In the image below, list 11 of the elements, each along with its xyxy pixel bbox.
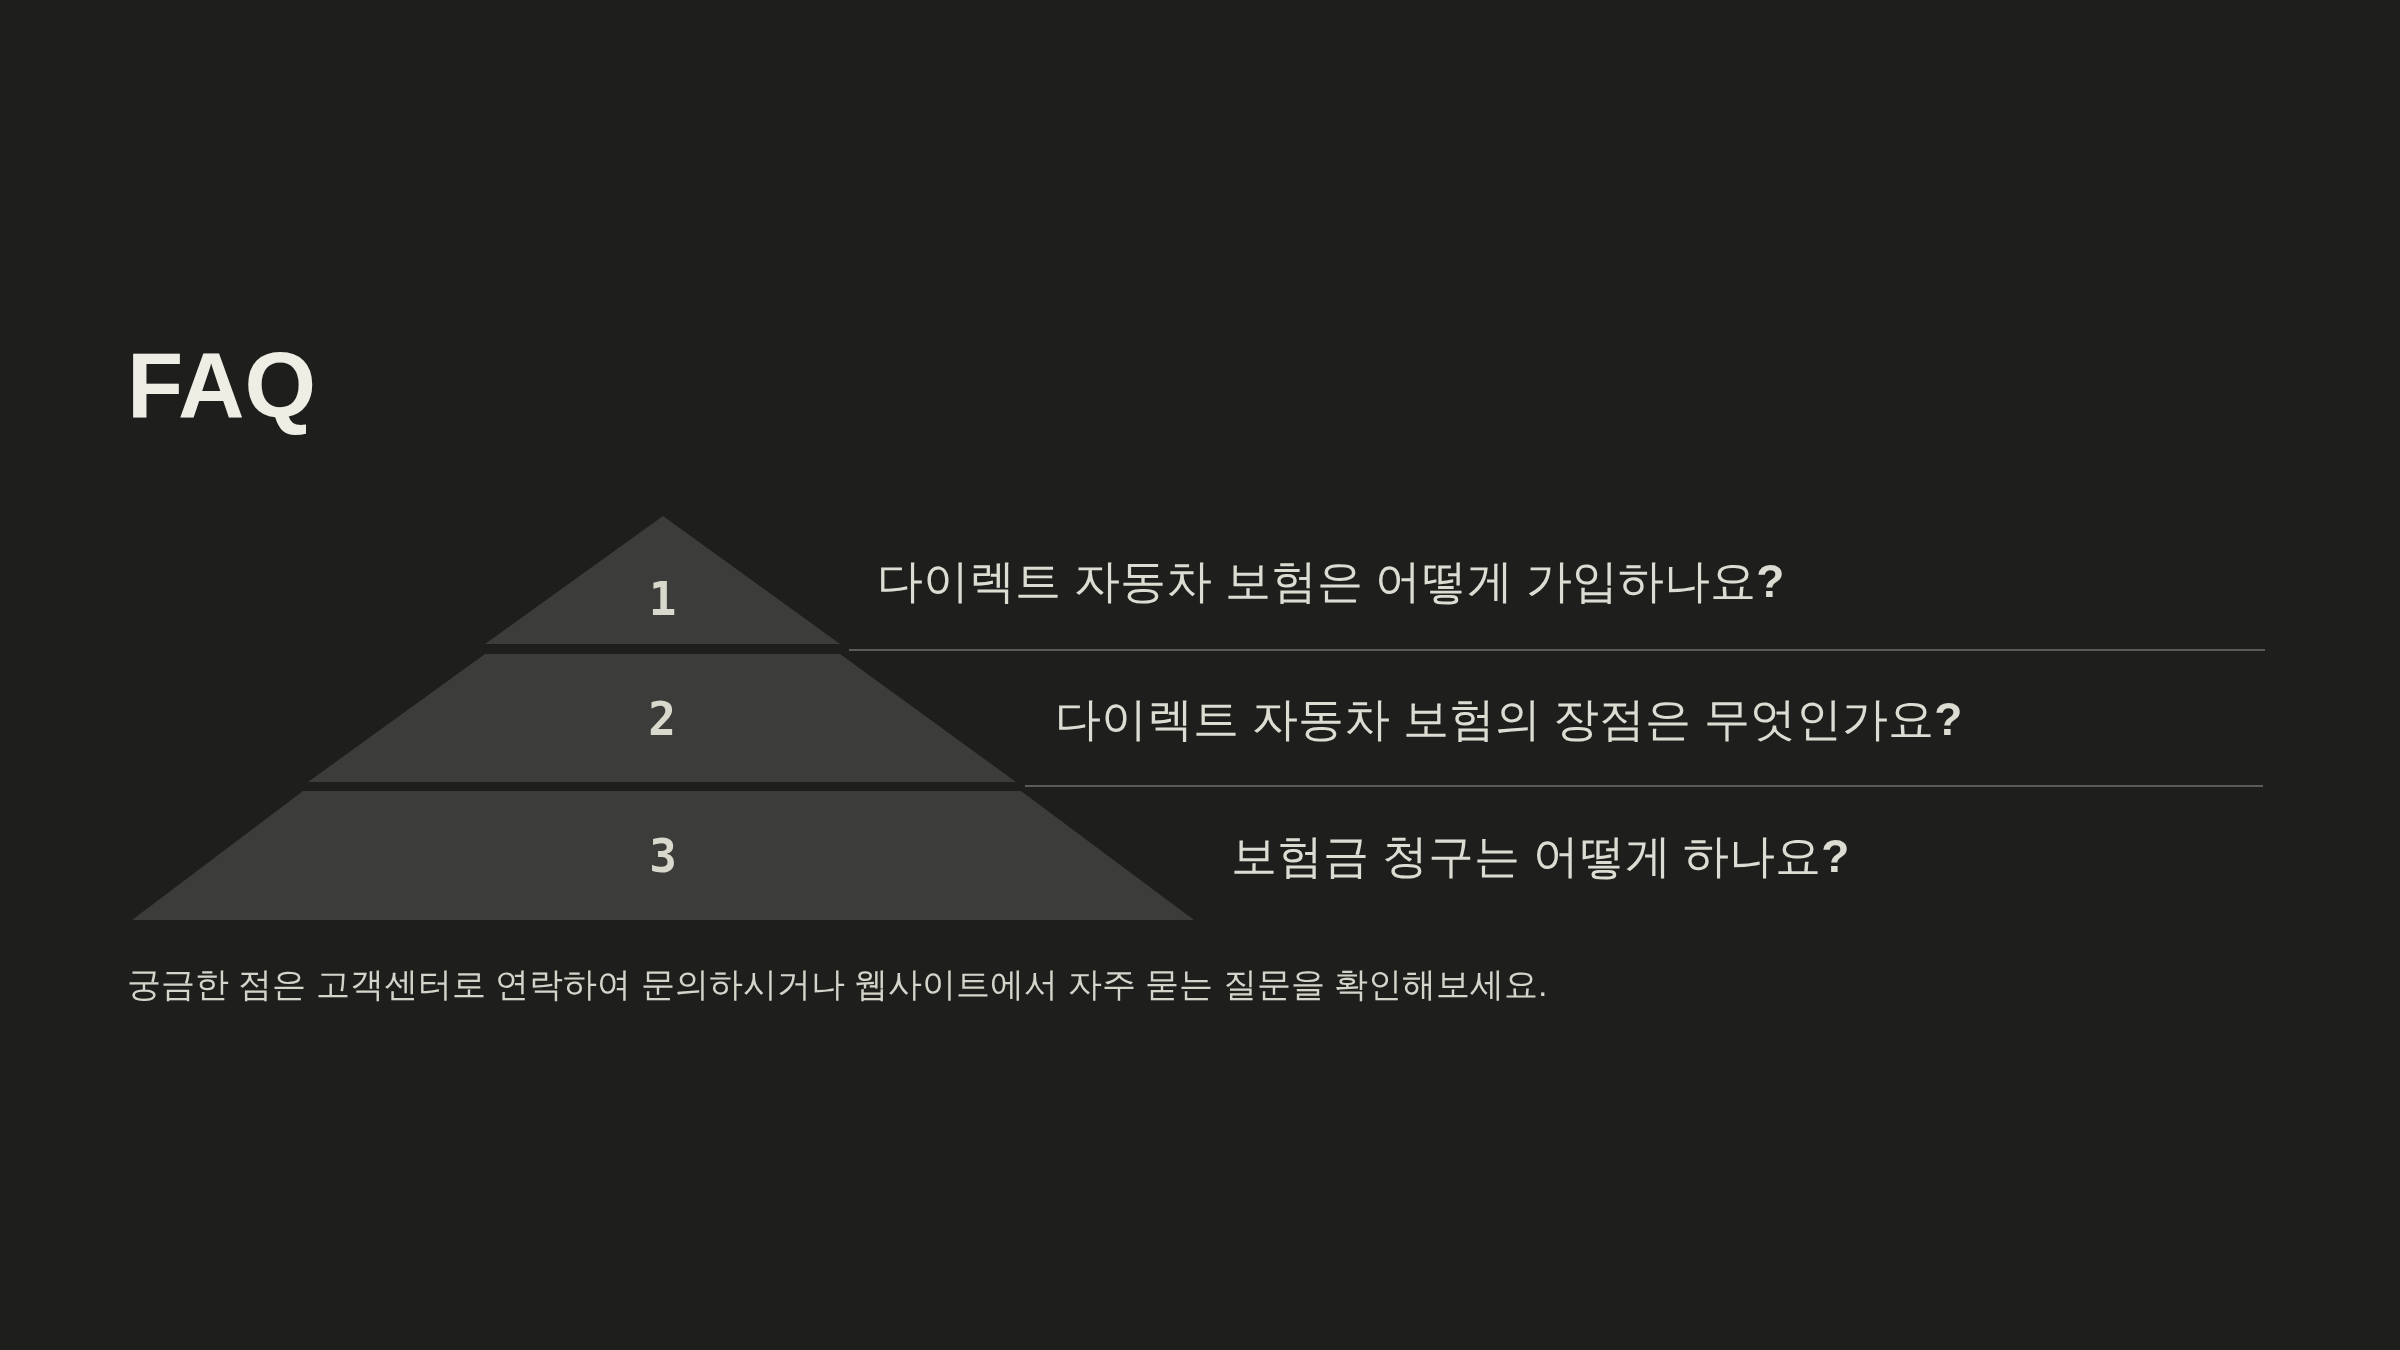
tier-number: 2: [647, 692, 677, 746]
pyramid-tier: [485, 516, 840, 644]
pyramid-tier: [308, 654, 1016, 782]
question-text: 보험금 청구는 어떻게 하나요?: [1231, 829, 1850, 884]
pyramid-tier: [132, 791, 1194, 920]
question-text: 다이렉트 자동차 보험은 어떻게 가입하나요?: [877, 554, 1785, 609]
tier-number: 1: [647, 572, 678, 626]
question-text: 다이렉트 자동차 보험의 장점은 무엇인가요?: [1055, 692, 1963, 747]
caption: 궁금한 점은 고객센터로 연락하여 문의하시거나 웹사이트에서 자주 묻는 질문을 확인해보세요.: [127, 964, 1548, 1005]
title: FAQ: [127, 335, 317, 437]
tier-number: 3: [648, 829, 678, 883]
